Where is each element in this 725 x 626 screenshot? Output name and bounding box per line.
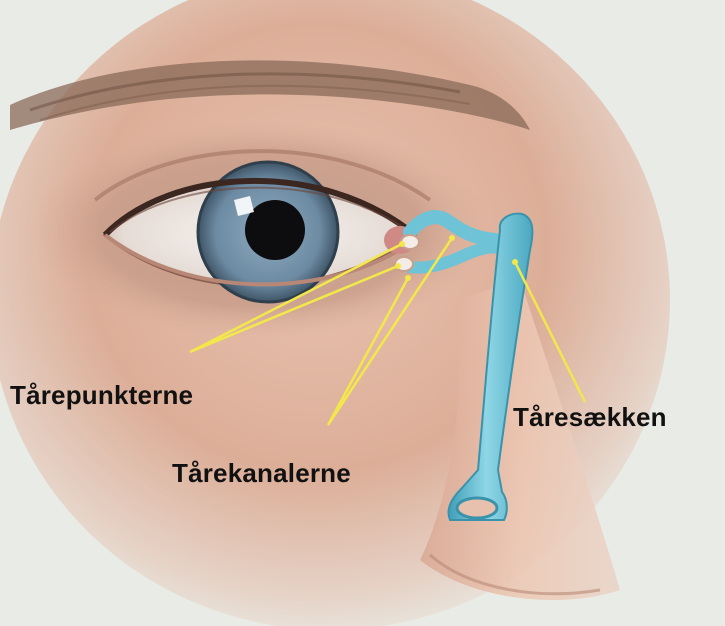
label-tear-puncta: Tårepunkterne [10, 380, 193, 411]
label-lacrimal-sac: Tåresækken [513, 402, 667, 433]
label-tear-canaliculi: Tårekanalerne [172, 458, 351, 489]
pupil [245, 200, 305, 260]
